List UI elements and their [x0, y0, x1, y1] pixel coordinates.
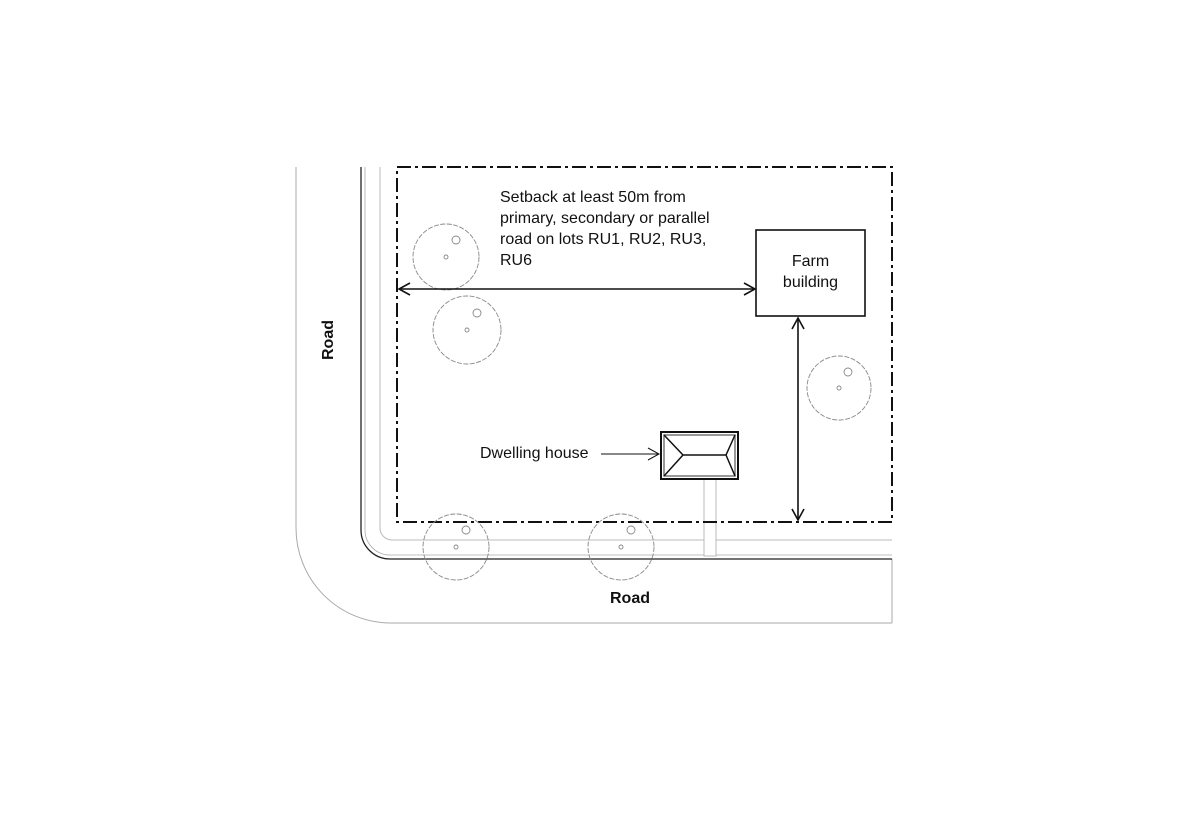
tree-icon	[806, 355, 872, 421]
footpath-line	[379, 167, 892, 541]
setback-note-line: Setback at least 50m from	[500, 189, 686, 206]
farm-building-label-line: Farm	[791, 253, 830, 270]
farm-building-label: Farm building	[756, 251, 865, 293]
tree-icon	[412, 223, 480, 291]
tree-icon	[587, 513, 655, 581]
road-label-bottom: Road	[610, 590, 650, 607]
farm-building-label-line: building	[782, 274, 839, 291]
setback-note-line: road on lots RU1, RU2, RU3,	[500, 231, 707, 248]
setback-note-line: primary, secondary or parallel	[500, 210, 710, 227]
tree-icon	[422, 513, 490, 581]
tree-icon	[432, 295, 502, 365]
dwelling-house-icon	[660, 431, 739, 480]
setback-note: Setback at least 50m from primary, secon…	[500, 187, 710, 271]
kerb-line	[360, 167, 892, 560]
kerb-line-inner	[364, 167, 892, 556]
dwelling-house-label: Dwelling house	[480, 445, 589, 462]
trees	[412, 223, 872, 581]
driveway	[703, 478, 717, 557]
road-outer-edge	[295, 167, 892, 624]
setback-note-line: RU6	[500, 252, 533, 269]
road-label-left: Road	[320, 320, 337, 360]
farm-building	[755, 229, 866, 317]
